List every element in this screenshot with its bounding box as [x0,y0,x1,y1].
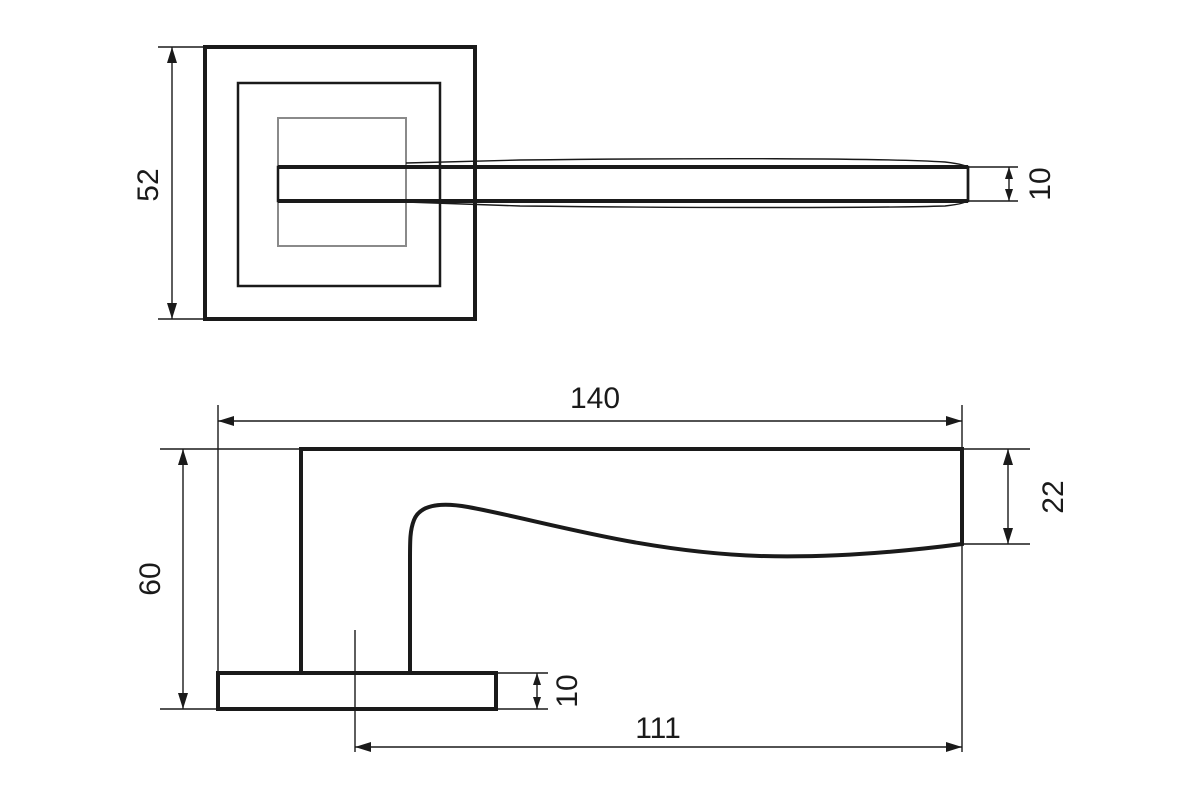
top-base-square [277,117,407,247]
dim-60-label: 60 [134,562,167,595]
dim-22: 22 [962,448,1070,545]
top-lever-taper [405,157,969,209]
dim-140-label: 140 [570,382,620,415]
dim-10-top: 10 [968,166,1057,202]
dim-111-label: 111 [635,712,681,745]
dim-52: 52 [132,46,205,320]
dim-140: 140 [217,382,963,752]
top-view: 52 10 [132,45,1057,321]
dim-111: 111 [355,712,962,752]
dim-10-top-label: 10 [1024,167,1057,200]
side-rose-base [216,671,498,711]
dim-10-side: 10 [496,672,584,710]
side-view: 140 60 22 10 [134,382,1070,752]
top-lever-bar [276,165,970,203]
top-rose-outer [203,45,477,321]
dim-10-side-label: 10 [551,674,584,707]
side-handle-profile [299,447,964,671]
dim-60: 60 [134,448,301,710]
top-rose-inner [236,81,442,288]
dim-52-label: 52 [132,168,165,201]
dim-22-label: 22 [1037,480,1070,513]
